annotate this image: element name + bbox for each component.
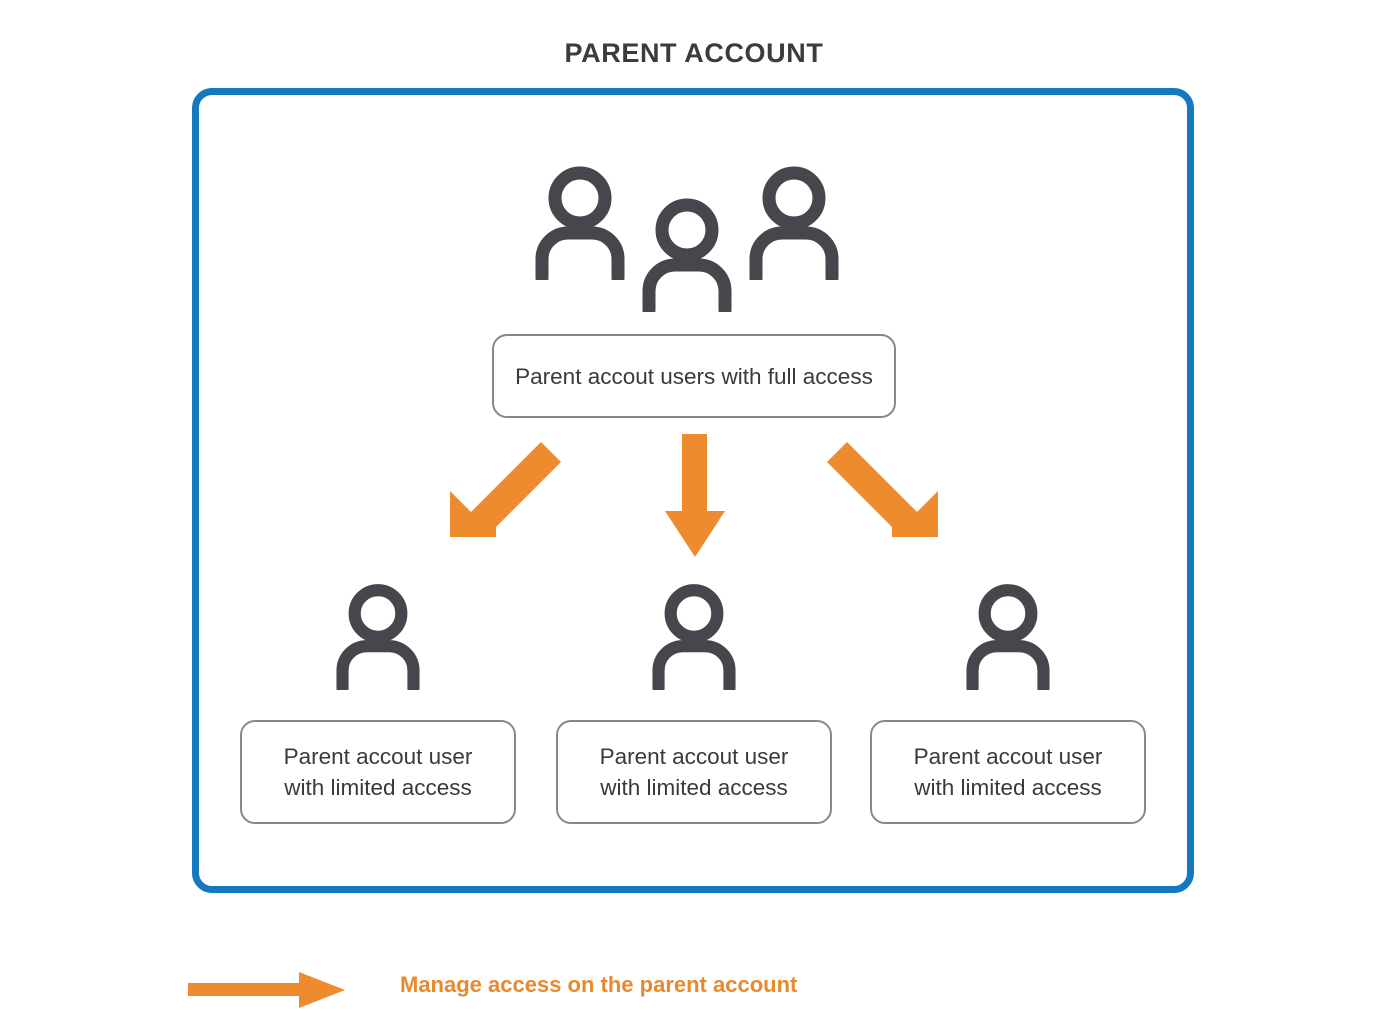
child-label-1-text: Parent accout user with limited access: [284, 741, 473, 803]
parent-users-label-text: Parent accout users with full access: [515, 363, 873, 389]
child-label-3-text: Parent accout user with limited access: [914, 741, 1103, 803]
page-title: PARENT ACCOUNT: [564, 38, 824, 68]
parent-users-label: Parent accout users with full access: [492, 334, 896, 418]
child-person-icon-1: [330, 578, 426, 690]
child-label-1-line2: with limited access: [284, 775, 472, 800]
people-group-icon-1: [530, 160, 630, 280]
child-person-icon-2: [646, 578, 742, 690]
child-person-icon-3: [960, 578, 1056, 690]
parent-users-icon-group: [530, 160, 860, 315]
child-label-2-text: Parent accout user with limited access: [600, 741, 789, 803]
people-group-icon-2: [637, 192, 737, 312]
child-label-1-line1: Parent accout user: [283, 744, 473, 769]
child-label-2-line1: Parent accout user: [599, 744, 789, 769]
legend-label: Manage access on the parent account: [400, 972, 798, 997]
child-label-3-line1: Parent accout user: [913, 744, 1103, 769]
child-label-2-line2: with limited access: [600, 775, 788, 800]
child-label-3-line2: with limited access: [914, 775, 1102, 800]
people-group-icon-3: [744, 160, 844, 280]
child-label-2: Parent accout user with limited access: [556, 720, 832, 824]
child-label-3: Parent accout user with limited access: [870, 720, 1146, 824]
right-arrow-icon: [188, 972, 345, 1008]
legend: Manage access on the parent account: [186, 962, 886, 1018]
child-label-1: Parent accout user with limited access: [240, 720, 516, 824]
